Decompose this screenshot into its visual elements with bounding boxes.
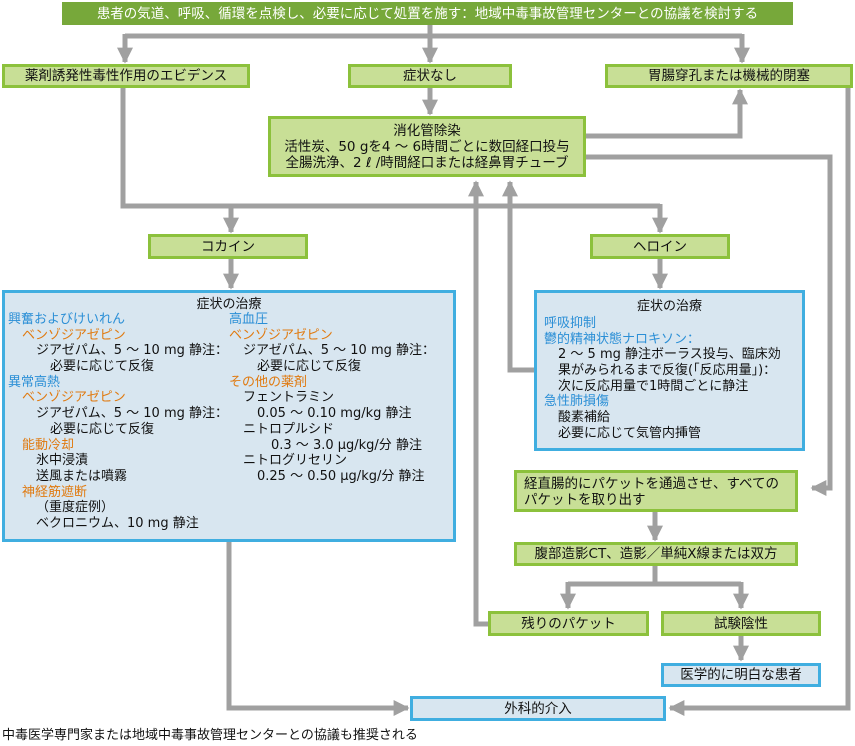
gi-perforation-box: 胃腸穿孔または機械的閉塞 [605, 64, 853, 88]
treatment-detail-line: ベクロニウム、10 mg 静注 [36, 515, 199, 531]
treatment-detail-line: 必要に応じて気管内挿管 [558, 425, 702, 441]
treatment-detail-line: 氷中浸漬 [36, 453, 89, 469]
treatment-heading: 呼吸抑制 [544, 316, 597, 331]
treatment-heading: 急性肺損傷 [544, 394, 610, 410]
treatment-detail-line: 果がみられるまで反復(「反応用量」)： [558, 363, 777, 379]
remaining-packets-box: 残りのパケット [488, 611, 649, 636]
arrow-gi-perforation-to-surgery [668, 86, 851, 717]
treatment-detail-line: 0.05 ～ 0.10 mg/kg 静注 [257, 406, 412, 422]
treatment-detail-line: 送風または噴霧 [36, 468, 128, 484]
treatment-detail-line: 次に反応用量で1時間ごとに静注 [558, 378, 749, 394]
treatment-detail-line: 酸素補給 [558, 410, 611, 426]
treatment-heading: 興奮およびけいれん [8, 312, 126, 327]
treatment-heading: 異常高熱 [8, 374, 61, 390]
packet-passage-line2: パケットを取り出す [524, 492, 646, 508]
assessment-header-text: 患者の気道、呼吸、循環を点検し、必要に応じて処置を施す：地域中毒事故管理センター… [96, 5, 759, 22]
cocaine-box: コカイン [148, 234, 308, 259]
heroin-treatment-box: 症状の治療 呼吸抑制鬱的精神状態ナロキソン：2 ～ 5 mg 静注ボーラス投与、… [534, 290, 805, 451]
medically-clear-label: 医学的に明白な患者 [680, 667, 802, 683]
treatment-heading: ベンゾジアゼピン [22, 390, 126, 406]
surgery-label: 外科的介入 [504, 700, 572, 717]
no-symptoms-label: 症状なし [403, 68, 457, 84]
heroin-treatment-lines: 呼吸抑制鬱的精神状態ナロキソン：2 ～ 5 mg 静注ボーラス投与、臨床効果がみ… [544, 316, 781, 442]
arrow-remaining-packets-to-decon [467, 180, 490, 627]
cocaine-label: コカイン [201, 238, 255, 255]
treatment-detail-line: 必要に応じて反復 [50, 359, 155, 375]
gi-perforation-label: 胃腸穿孔または機械的閉塞 [648, 68, 810, 84]
treatment-detail-line: 2 ～ 5 mg 静注ボーラス投与、臨床効 [558, 347, 781, 363]
connector-drug-toxicity-trunk [120, 86, 660, 209]
treatment-heading: ベンゾジアゼピン [22, 327, 126, 343]
imaging-box: 腹部造影CT、造影／単純X線または双方 [514, 542, 798, 566]
no-symptoms-box: 症状なし [348, 64, 512, 88]
treatment-detail-line: 0.25 ～ 0.50 μg/kg/分 静注 [257, 468, 425, 484]
heroin-label: ヘロイン [633, 238, 687, 255]
cocaine-treatment-right-column: 高血圧ベンゾジアゼピンジアゼパム、5 ～ 10 mg 静注：必要に応じて反復その… [229, 312, 435, 485]
arrow-cocaine-treatment-to-surgery [226, 540, 410, 717]
treatment-heading: 鬱的精神状態ナロキソン： [544, 331, 701, 347]
treatment-heading: 神経筋遮断 [22, 484, 88, 500]
decontamination-box: 消化管除染 活性炭、50 gを4 ～ 6時間ごとに数回経口投与 全腸洗浄、2 ℓ… [268, 116, 586, 177]
heroin-box: ヘロイン [590, 234, 730, 259]
treatment-detail-line: 必要に応じて反復 [257, 359, 362, 375]
packet-passage-line1: 経直腸的にパケットを通過させ、すべての [524, 476, 780, 492]
treatment-heading: ベンゾジアゼピン [229, 327, 333, 343]
arrow-decon-to-packet-passage [586, 154, 833, 497]
test-negative-box: 試験陰性 [661, 611, 821, 636]
treatment-heading: その他の薬剤 [229, 374, 308, 390]
decontamination-bowel-irrigation: 全腸洗浄、2 ℓ /時間経口または経鼻胃チューブ [285, 155, 569, 171]
treatment-detail-line: ジアゼパム、5 ～ 10 mg 静注： [36, 406, 228, 422]
cocaine-treatment-title: 症状の治療 [196, 297, 262, 312]
treatment-detail-line: ニトログリセリン [243, 453, 348, 469]
arrow-decon-to-gi-perforation [586, 88, 749, 139]
assessment-header: 患者の気道、呼吸、循環を点検し、必要に応じて処置を施す：地域中毒事故管理センター… [62, 2, 793, 25]
cocaine-treatment-box: 症状の治療 興奮およびけいれんベンゾジアゼピンジアゼパム、5 ～ 10 mg 静… [2, 290, 456, 542]
treatment-detail-line: ニトロプルシド [243, 421, 335, 437]
drug-toxicity-box: 薬剤誘発性毒性作用のエビデンス [2, 64, 250, 88]
treatment-detail-line: （重度症例） [36, 500, 115, 516]
surgery-box: 外科的介入 [410, 696, 666, 721]
medically-clear-box: 医学的に明白な患者 [661, 663, 821, 687]
cocaine-treatment-left-column: 興奮およびけいれんベンゾジアゼピンジアゼパム、5 ～ 10 mg 静注：必要に応… [8, 312, 228, 532]
treatment-detail-line: フェントラミン [243, 390, 335, 406]
footnote: 中毒医学専門家または地域中毒事故管理センターとの協議も推奨される [2, 728, 418, 743]
packet-passage-box: 経直腸的にパケットを通過させ、すべての パケットを取り出す [514, 470, 798, 512]
test-negative-label: 試験陰性 [714, 615, 768, 632]
treatment-detail-line: ジアゼパム、5 ～ 10 mg 静注： [243, 343, 435, 359]
remaining-packets-label: 残りのパケット [521, 615, 616, 632]
treatment-detail-line: ジアゼパム、5 ～ 10 mg 静注： [36, 343, 228, 359]
decontamination-charcoal: 活性炭、50 gを4 ～ 6時間ごとに数回経口投与 [284, 139, 570, 155]
drug-toxicity-label: 薬剤誘発性毒性作用のエビデンス [24, 68, 228, 84]
imaging-label: 腹部造影CT、造影／単純X線または双方 [534, 546, 778, 562]
decontamination-title: 消化管除染 [393, 123, 461, 139]
treatment-detail-line: 必要に応じて反復 [50, 421, 155, 437]
treatment-heading: 高血圧 [229, 312, 269, 327]
heroin-treatment-title: 症状の治療 [636, 299, 702, 314]
treatment-detail-line: 0.3 ～ 3.0 μg/kg/分 静注 [271, 437, 422, 453]
arrow-heroin-treatment-to-decon [501, 180, 534, 373]
treatment-heading: 能動冷却 [22, 437, 75, 453]
